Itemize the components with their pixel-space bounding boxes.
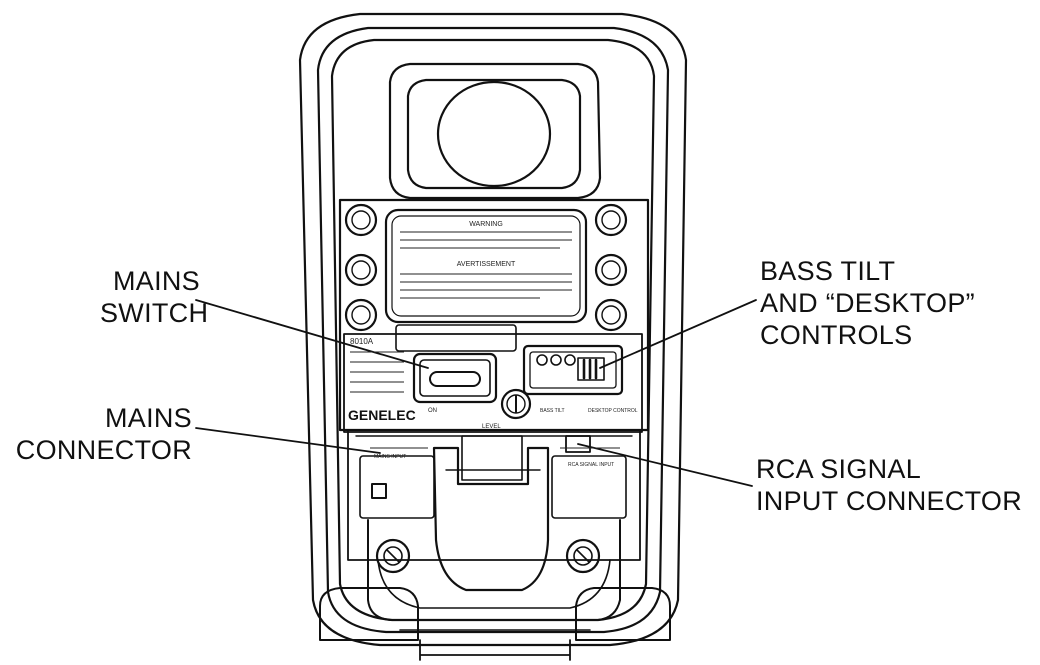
callout-bass-tilt: BASS TILT AND “DESKTOP” CONTROLS [760, 255, 975, 351]
warning-label [384, 208, 588, 324]
bass-label: BASS TILT [540, 408, 565, 414]
desktop-label: DESKTOP CONTROL [588, 408, 638, 414]
level-knob [500, 388, 532, 420]
mains-input-label: MAINS INPUT [374, 454, 406, 460]
cabinet-inner-rim [316, 26, 670, 634]
callout-line: CONNECTOR [15, 435, 192, 465]
bass-port [436, 80, 552, 188]
leader-bass-tilt [599, 299, 757, 369]
screw-holes-right [594, 203, 628, 332]
callout-mains-connector: MAINS CONNECTOR [0, 402, 192, 466]
brand-logo: GENELEC [348, 407, 416, 423]
cabinet-inner-rim-2 [330, 38, 656, 622]
mains-switch [412, 352, 498, 404]
mount-bolt-right [565, 538, 601, 574]
leader-rca [577, 443, 753, 487]
leader-mains-switch [195, 299, 429, 369]
screw-holes-left [344, 203, 378, 332]
bass-tilt-controls [522, 344, 624, 396]
on-label: ON [428, 408, 437, 414]
cabinet-outline [298, 12, 688, 647]
warning-title: WARNING [469, 221, 503, 228]
port-frame [406, 78, 582, 190]
model-number: 8010A [350, 337, 374, 346]
rca-input-socket [551, 435, 627, 519]
callout-line: INPUT CONNECTOR [756, 486, 1023, 516]
callout-line: SWITCH [100, 298, 209, 328]
stand-bracket [367, 519, 621, 621]
callout-line: RCA SIGNAL [756, 454, 922, 484]
connector-bay [347, 429, 641, 561]
mount-bolt-left [375, 538, 411, 574]
callout-line: CONTROLS [760, 320, 913, 350]
callout-line: MAINS [112, 266, 200, 296]
foot-right [575, 587, 671, 641]
top-recess [388, 62, 602, 200]
leader-mains-connector [195, 427, 381, 454]
cable-channel [432, 446, 550, 592]
serial-label [395, 324, 517, 352]
warning-subtitle: AVERTISSEMENT [457, 261, 516, 268]
callout-line: AND “DESKTOP” [760, 288, 975, 318]
rca-input-label: RCA SIGNAL INPUT [568, 462, 614, 468]
callout-line: MAINS [104, 403, 192, 433]
level-label: LEVEL [482, 424, 501, 430]
panel-fine-print [350, 231, 620, 449]
callout-mains-switch: MAINS SWITCH [100, 265, 209, 329]
control-plate [343, 333, 643, 433]
foot-left [319, 587, 419, 641]
rear-panel [338, 198, 650, 432]
callout-rca-input: RCA SIGNAL INPUT CONNECTOR [756, 453, 1022, 517]
mains-input-socket [359, 455, 435, 519]
callout-line: BASS TILT [760, 256, 896, 286]
